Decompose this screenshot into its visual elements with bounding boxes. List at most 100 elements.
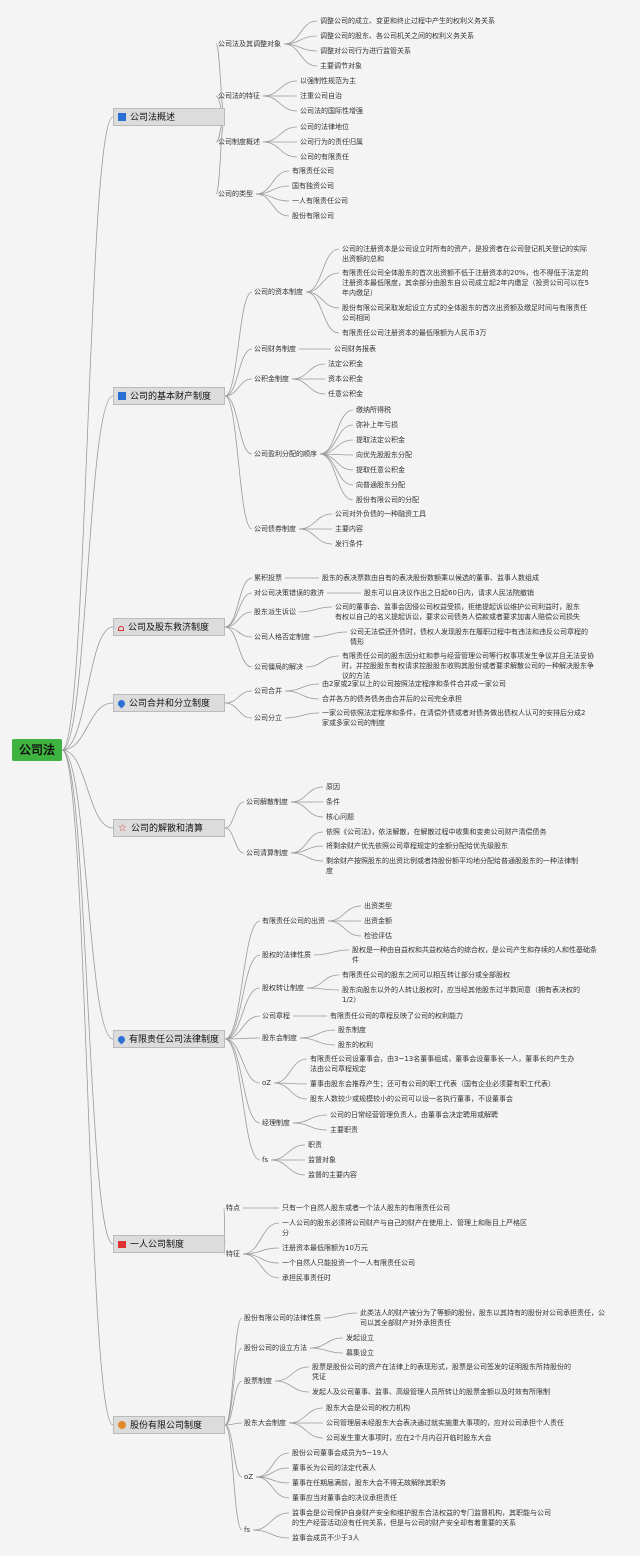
leaf-node[interactable]: 公司的有限责任 [300, 153, 349, 161]
leaf-node[interactable]: 有限责任公司 [292, 167, 334, 175]
branch-node[interactable]: 对公司决策错误的救济 [254, 589, 324, 597]
leaf-node[interactable]: 核心问题 [326, 813, 354, 821]
main-topic-remedy[interactable]: 公司及股东救济制度 [113, 618, 225, 636]
main-topic-property[interactable]: 公司的基本财产制度 [113, 387, 225, 405]
leaf-node[interactable]: 主要调节对象 [320, 62, 362, 70]
leaf-node[interactable]: 公司对外负债的一种融资工具 [335, 510, 426, 518]
branch-node[interactable]: 公司法及其调整对象 [218, 40, 281, 48]
leaf-node[interactable]: 任意公积金 [328, 390, 363, 398]
leaf-node[interactable]: 公司的董事会、监事会因侵公司权益受损，拒绝提起诉讼维护公司利益时，股东有权以自己… [335, 603, 580, 621]
leaf-node[interactable]: 股东制度 [338, 1026, 366, 1034]
leaf-node[interactable]: 缴纳所得税 [356, 406, 391, 414]
branch-node[interactable]: oZ [262, 1079, 272, 1087]
leaf-node[interactable]: 股份公司董事会成员为5~19人 [292, 1449, 389, 1457]
branch-node[interactable]: 特点 [226, 1204, 240, 1212]
leaf-node[interactable]: 法定公积金 [328, 360, 363, 368]
leaf-node[interactable]: 董事由股东会推荐产生；还可有公司的职工代表（国有企业必须要有职工代表） [310, 1080, 555, 1088]
main-topic-merger[interactable]: 公司合并和分立制度 [113, 694, 225, 712]
leaf-node[interactable]: 董事应当对董事会的决议承担责任 [292, 1494, 397, 1502]
leaf-node[interactable]: 只有一个自然人股东或者一个法人股东的有限责任公司 [282, 1204, 450, 1212]
leaf-node[interactable]: 向优先股股东分配 [356, 451, 412, 459]
branch-node[interactable]: 特征 [226, 1250, 240, 1258]
leaf-node[interactable]: 检验评估 [364, 932, 392, 940]
main-topic-one-person[interactable]: 一人公司制度 [113, 1235, 225, 1253]
leaf-node[interactable]: 条件 [326, 798, 340, 806]
leaf-node[interactable]: 股东的权利 [338, 1041, 373, 1049]
leaf-node[interactable]: 有限责任公司的股东之间可以相互转让部分或全部股权 [342, 971, 510, 979]
leaf-node[interactable]: 发起人及公司董事、监事、高级管理人员所转让的股票金额以及时效有所限制 [312, 1388, 550, 1396]
leaf-node[interactable]: 发起设立 [346, 1334, 374, 1342]
branch-node[interactable]: 经理制度 [262, 1119, 290, 1127]
leaf-node[interactable]: 依照《公司法》，依法解散，在解散过程中收集和变卖公司财产清偿债务 [326, 828, 547, 836]
leaf-node[interactable]: 以强制性规范为主 [300, 77, 356, 85]
branch-node[interactable]: 公司合并 [254, 687, 282, 695]
leaf-node[interactable]: 原因 [326, 783, 340, 791]
leaf-node[interactable]: 股东大会是公司的权力机构 [326, 1404, 410, 1412]
branch-node[interactable]: 公司解散制度 [246, 798, 288, 806]
leaf-node[interactable]: 一家公司依照法定程序和条件，在清偿外债或者对债务做出债权人认可的安排后分成2家或… [322, 709, 586, 727]
leaf-node[interactable]: 调整公司的成立、变更和终止过程中产生的权利义务关系 [320, 17, 495, 25]
leaf-node[interactable]: 公司财务报表 [334, 345, 376, 353]
leaf-node[interactable]: 有限责任公司注册资本的最低限额为人民币3万 [342, 329, 487, 337]
leaf-node[interactable]: 一人公司的股东必须将公司财产与自己的财产在使用上、管理上和账目上严格区分 [282, 1219, 527, 1237]
branch-node[interactable]: 公司清算制度 [246, 849, 288, 857]
leaf-node[interactable]: 监事会成员不少于3人 [292, 1534, 360, 1542]
leaf-node[interactable]: 监督的主要内容 [308, 1171, 357, 1179]
leaf-node[interactable]: 向普通股东分配 [356, 481, 405, 489]
leaf-node[interactable]: 由2家或2家以上的公司按照法定程序和条件合并成一家公司 [322, 680, 506, 688]
leaf-node[interactable]: 主要内容 [335, 525, 363, 533]
leaf-node[interactable]: 公司发生重大事项时，应在2个月内召开临时股东大会 [326, 1434, 492, 1442]
main-topic-llc[interactable]: 有限责任公司法律制度 [113, 1030, 225, 1048]
leaf-node[interactable]: 公司的日常经营管理负责人，由董事会决定聘用或解聘 [330, 1111, 498, 1119]
branch-node[interactable]: 股东大会制度 [244, 1419, 286, 1427]
branch-node[interactable]: 股东派生诉讼 [254, 608, 296, 616]
leaf-node[interactable]: 注重公司自治 [300, 92, 342, 100]
leaf-node[interactable]: 有限责任公司设董事会，由3~13名董事组成，董事会设董事长一人，董事长的产生办法… [310, 1055, 575, 1073]
leaf-node[interactable]: 公司的注册资本是公司设立时所有的资产，是投资者在公司登记机关登记的实际出资额的总… [342, 245, 587, 263]
branch-node[interactable]: fs [262, 1156, 269, 1164]
leaf-node[interactable]: 调整公司的股东、各公司机关之间的权利义务关系 [320, 32, 474, 40]
branch-node[interactable]: 公司盈利分配的顺序 [254, 450, 317, 458]
leaf-node[interactable]: 股份有限公司采取发起设立方式的全体股东的首次出资额及缴足时间与有限责任公司相同 [342, 304, 587, 322]
leaf-node[interactable]: 国有独资公司 [292, 182, 334, 190]
branch-node[interactable]: 公积金制度 [254, 375, 289, 383]
leaf-node[interactable]: 职责 [308, 1141, 322, 1149]
branch-node[interactable]: 公司制度概述 [218, 138, 260, 146]
branch-node[interactable]: 公司法的特征 [218, 92, 260, 100]
leaf-node[interactable]: 将剩余财产优先依照公司章程规定的金额分配给优先级股东 [326, 842, 508, 850]
leaf-node[interactable]: 股东可以自决议作出之日起60日内，请求人民法院撤销 [364, 589, 534, 597]
leaf-node[interactable]: 股份有限公司 [292, 212, 334, 220]
leaf-node[interactable]: 提取任意公积金 [356, 466, 405, 474]
branch-node[interactable]: fs [244, 1526, 251, 1534]
main-topic-joint-stock[interactable]: 股份有限公司制度 [113, 1416, 225, 1434]
branch-node[interactable]: 公司财务制度 [254, 345, 296, 353]
leaf-node[interactable]: 注册资本最低限额为10万元 [282, 1244, 368, 1252]
leaf-node[interactable]: 资本公积金 [328, 375, 363, 383]
branch-node[interactable]: 有限责任公司的出资 [262, 917, 325, 925]
leaf-node[interactable]: 公司的法律地位 [300, 123, 349, 131]
leaf-node[interactable]: 出资金额 [364, 917, 392, 925]
branch-node[interactable]: oZ [244, 1473, 254, 1481]
branch-node[interactable]: 公司的类型 [218, 190, 253, 198]
branch-node[interactable]: 累积投票 [254, 574, 282, 582]
leaf-node[interactable]: 一个自然人只能投资一个一人有限责任公司 [282, 1259, 415, 1267]
main-topic-dissolution[interactable]: ☆公司的解散和清算 [113, 819, 225, 837]
leaf-node[interactable]: 股东人数较少或规模较小的公司可以设一名执行董事，不设董事会 [310, 1095, 513, 1103]
leaf-node[interactable]: 募集设立 [346, 1349, 374, 1357]
branch-node[interactable]: 公司人格否定制度 [254, 633, 310, 641]
branch-node[interactable]: 公司僵局的解决 [254, 663, 303, 671]
leaf-node[interactable]: 主要职责 [330, 1126, 358, 1134]
branch-node[interactable]: 公司分立 [254, 714, 282, 722]
leaf-node[interactable]: 公司法的国际性增强 [300, 107, 363, 115]
leaf-node[interactable]: 公司无法偿还外债时，债权人发现股东在履职过程中有违法和违反公司章程的情形 [350, 628, 588, 646]
leaf-node[interactable]: 有限责任公司全体股东的首次出资额不低于注册资本的20%，也不得低于法定的注册资本… [342, 269, 589, 297]
leaf-node[interactable]: 股东的表决票数由自有的表决股份数额乘以候选的董事、监事人数组成 [322, 574, 539, 582]
leaf-node[interactable]: 股权是一种由自益权和共益权结合的综合权，是公司产生和存续的人和性基础条件 [352, 946, 597, 964]
leaf-node[interactable]: 弥补上年亏损 [356, 421, 398, 429]
branch-node[interactable]: 股东会制度 [262, 1034, 297, 1042]
branch-node[interactable]: 公司章程 [262, 1012, 290, 1020]
leaf-node[interactable]: 出资类型 [364, 902, 392, 910]
leaf-node[interactable]: 董事长为公司的法定代表人 [292, 1464, 376, 1472]
leaf-node[interactable]: 有限责任公司的股东因分红和参与经营管理公司等行权事项发生争议并且无法妥协时，并控… [342, 652, 594, 680]
leaf-node[interactable]: 公司行为的责任归属 [300, 138, 363, 146]
